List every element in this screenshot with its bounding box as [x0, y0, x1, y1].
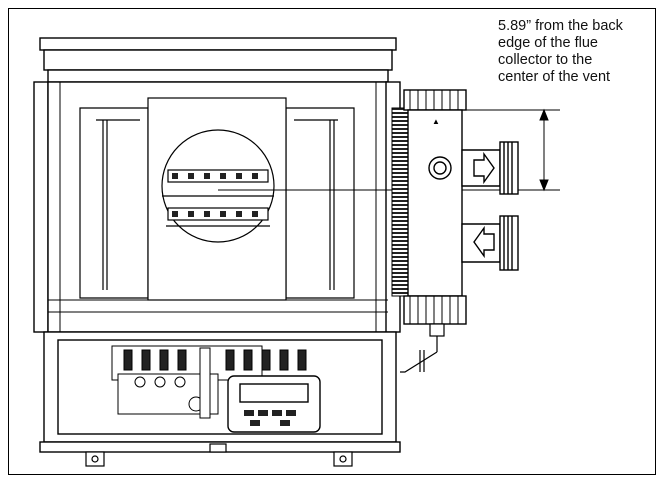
dimension-note: 5.89” from the back edge of the flue col…	[498, 18, 658, 86]
wiring-block	[111, 345, 307, 419]
outlet-arrow-icon	[473, 151, 495, 185]
control-panel	[227, 375, 321, 433]
note-line-2: edge of the flue	[498, 35, 598, 51]
heat-exchanger-fins	[391, 107, 411, 297]
note-line-3: collector to the	[498, 52, 593, 68]
pipe-fittings	[461, 141, 519, 271]
drain-valve	[400, 323, 445, 373]
figure-frame	[8, 8, 656, 475]
flue-collector	[161, 129, 275, 243]
feet	[85, 443, 353, 467]
inlet-arrow-icon	[473, 225, 495, 259]
note-line-4: center of the vent	[498, 69, 611, 85]
water-manifold: ▲	[403, 89, 467, 325]
svg-text:▲: ▲	[432, 117, 440, 126]
side-panels	[79, 107, 355, 299]
note-line-1: 5.89” from the back	[498, 18, 623, 34]
